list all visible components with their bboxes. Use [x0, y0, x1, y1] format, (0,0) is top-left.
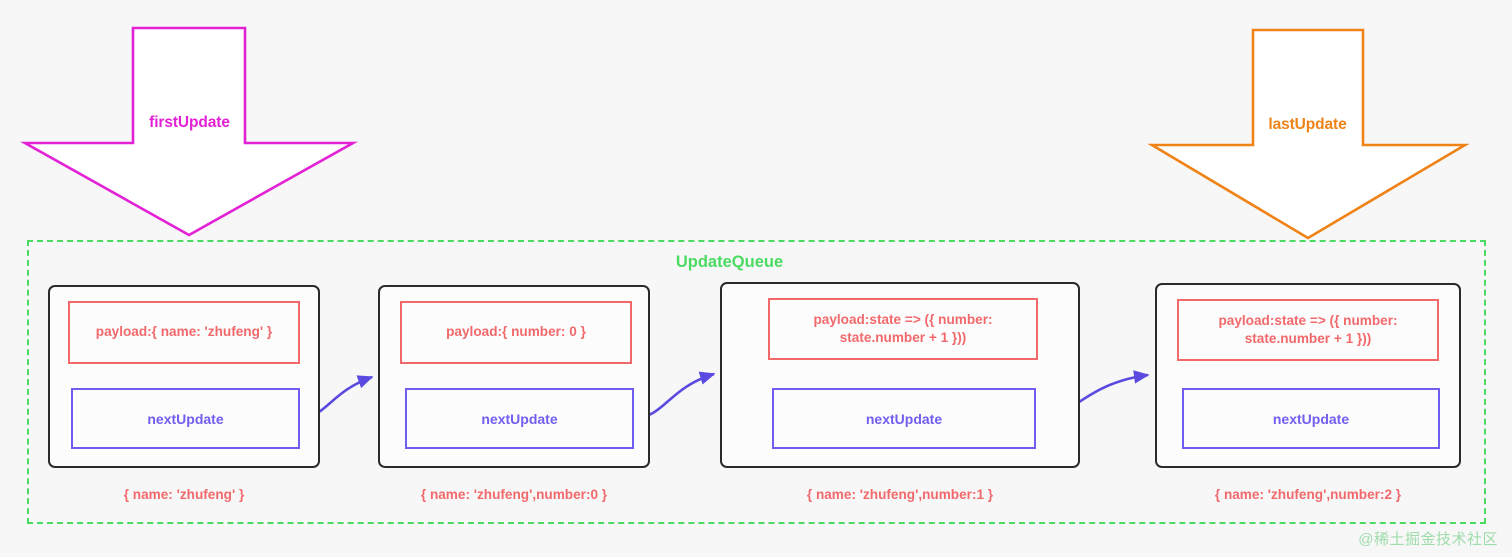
- update-node-3-caption: { name: 'zhufeng',number:1 }: [806, 487, 994, 502]
- last-update-label: lastUpdate: [1268, 116, 1347, 133]
- update-node-2-caption: { name: 'zhufeng',number:0 }: [420, 487, 608, 502]
- update-queue-title: UpdateQueue: [675, 253, 784, 271]
- update-node-4-nextupdate: nextUpdate: [1182, 388, 1440, 449]
- last-update-arrow-shape: [1147, 28, 1470, 240]
- first-update-label: firstUpdate: [149, 114, 230, 131]
- watermark: @稀土掘金技术社区: [1358, 531, 1498, 548]
- update-node-1-payload: payload:{ name: 'zhufeng' }: [68, 301, 300, 364]
- update-node-1-nextupdate: nextUpdate: [71, 388, 300, 449]
- update-node-2-payload: payload:{ number: 0 }: [400, 301, 632, 364]
- update-queue-container: [27, 240, 1486, 524]
- update-node-3-payload-fg: payload:state => ({ number: state.number…: [768, 298, 1038, 360]
- update-node-4-payload: payload:state => ({ number: state.number…: [1177, 299, 1439, 361]
- update-node-1-caption: { name: 'zhufeng' }: [123, 487, 245, 502]
- update-node-4-caption: { name: 'zhufeng',number:2 }: [1214, 487, 1402, 502]
- update-node-2-nextupdate: nextUpdate: [405, 388, 634, 449]
- update-node-3-nextupdate: nextUpdate: [772, 388, 1036, 449]
